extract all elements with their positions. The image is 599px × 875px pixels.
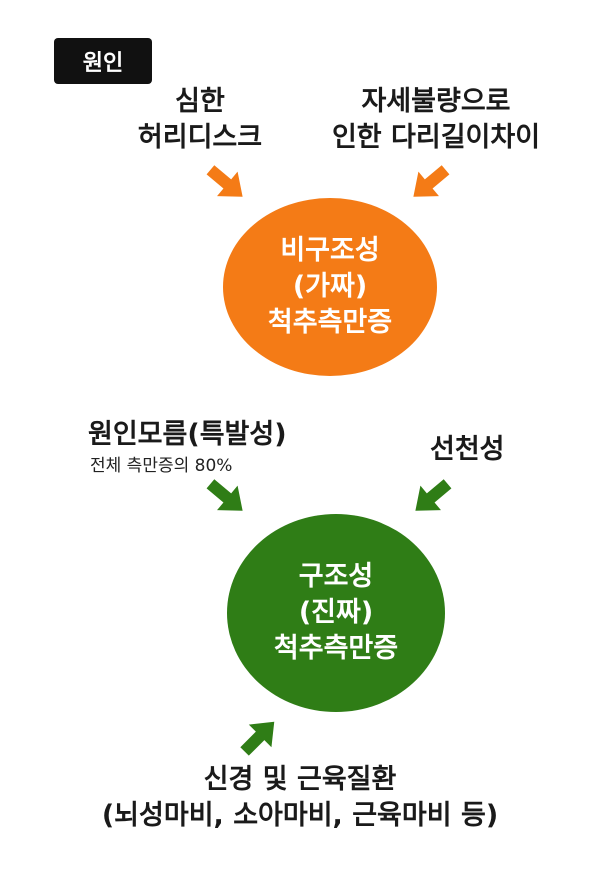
nonstructural-line-1: 비구조성 [280,235,380,266]
neuromuscular-line-2: (뇌성마비, 소아마비, 근육마비 등) [101,800,499,831]
structural-line-1: 구조성 [298,561,374,592]
idiopathic-note: 전체 측만증의 80% [90,456,233,476]
cause-leg-line-2: 인한 다리길이차이 [331,122,541,153]
arrow-neuromuscular-icon [240,721,275,756]
cause-tag: 원인 [54,38,152,84]
structural-line-2: (진짜) [298,597,374,628]
cause-herniated-line-1: 심한 [175,86,225,117]
neuromuscular-line-1: 신경 및 근육질환 [203,764,397,795]
arrow-congenital-icon [415,479,452,511]
nonstructural-line-3: 척추측만증 [267,307,393,338]
structural-scoliosis-circle: 구조성 (진짜) 척추측만증 [227,514,445,712]
cause-herniated-line-2: 허리디스크 [137,122,263,153]
cause-congenital: 선천성 [430,434,505,465]
cause-leg-line-1: 자세불량으로 [361,86,511,117]
arrow-idiopathic-icon [206,479,243,511]
cause-leg-length: 자세불량으로 인한 다리길이차이 [316,84,556,156]
arrow-herniated-icon [206,165,243,197]
cause-herniated-disc: 심한 허리디스크 [128,84,272,156]
cause-neuromuscular: 신경 및 근육질환 (뇌성마비, 소아마비, 근육마비 등) [40,762,560,834]
structural-line-3: 척추측만증 [273,633,399,664]
nonstructural-scoliosis-circle: 비구조성 (가짜) 척추측만증 [223,198,437,376]
nonstructural-line-2: (가짜) [292,271,368,302]
arrow-leg-icon [413,165,450,197]
cause-idiopathic: 원인모름(특발성) [88,419,287,450]
